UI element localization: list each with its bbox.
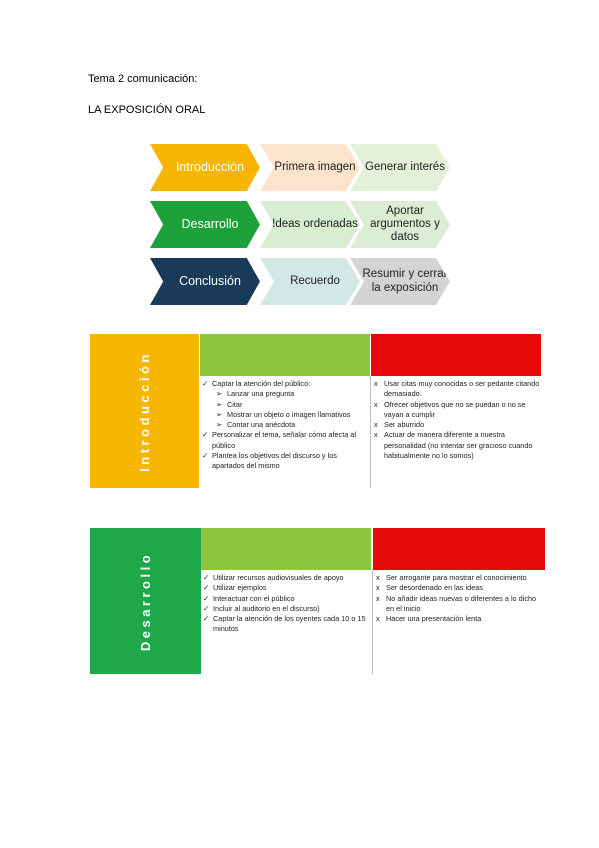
list-item-text: Plantea los objetivos del discurso y los… xyxy=(212,451,337,471)
sub-list-item: ➢ Lanzar una pregunta xyxy=(201,389,369,399)
table-side-label: Desarrollo xyxy=(90,528,201,674)
cross-icon: x xyxy=(374,430,378,440)
list-item: x Ser arrogante para mostrar el conocimie… xyxy=(375,573,543,583)
positive-list: ✓Utilizar recursos audiovisuales de apoy… xyxy=(202,573,370,635)
document-topic: Tema 2 comunicación: xyxy=(88,73,198,85)
arrow-bullet-icon: ➢ xyxy=(216,409,223,419)
list-item-text: Utilizar recursos audiovisuales de apoyo xyxy=(213,573,344,582)
arrow-bullet-icon: ➢ xyxy=(216,399,223,409)
list-item-text: Ser arrogante para mostrar el conocimien… xyxy=(386,573,527,582)
checkmark-icon: ✓ xyxy=(203,603,210,613)
sub-list-item: ➢ Contar una anécdota xyxy=(201,420,369,430)
checkmark-icon: ✓ xyxy=(202,430,209,440)
list-item-text: Citar xyxy=(227,399,243,409)
table-side-label: Introducción xyxy=(90,334,199,488)
list-item-text: Captar la atención del público: xyxy=(212,379,311,388)
list-item-text: Ser desordenado en las ideas xyxy=(386,583,483,593)
chevron-step: Primera imagen xyxy=(260,144,360,191)
cross-icon: x xyxy=(374,399,378,409)
chevron-step: Recuerdo xyxy=(260,258,360,305)
chevron-desarrollo: Desarrollo xyxy=(150,201,260,248)
list-item: x Actuar de manera diferente a nuestra pe… xyxy=(373,430,541,461)
list-item-text: Utilizar ejemplos xyxy=(213,583,267,593)
positive-list: ✓Captar la atención del público:➢Lanzar … xyxy=(201,379,369,472)
table-introduccion: Introducción ✓Captar la atención del púb… xyxy=(90,334,541,488)
negative-header xyxy=(371,334,541,376)
list-item-text: Captar la atención de los oyentes cada 1… xyxy=(213,614,366,634)
document-heading: LA EXPOSICIÓN ORAL xyxy=(88,104,206,116)
cross-icon: x xyxy=(376,593,380,603)
chevron-step: Resumir y cerrar la exposición xyxy=(350,258,450,305)
list-item-text: Mostrar un objeto o imagen llamativos xyxy=(227,409,351,419)
cross-icon: x xyxy=(376,614,380,624)
list-item: ✓Interactuar con el público xyxy=(202,594,370,604)
list-item: x Hacer una presentación lenta xyxy=(375,614,543,624)
negative-header xyxy=(373,528,545,570)
positive-header xyxy=(201,528,371,570)
table-desarrollo: Desarrollo ✓Utilizar recursos audiovisua… xyxy=(90,528,545,674)
list-item-text: Actuar de manera diferente a nuestra per… xyxy=(384,430,533,461)
checkmark-icon: ✓ xyxy=(203,583,210,593)
list-item: ✓Utilizar ejemplos xyxy=(202,583,370,593)
list-item: x Ser desordenado en las ideas xyxy=(375,583,543,593)
list-item: x No añadir ideas nuevas o diferentes a l… xyxy=(375,594,543,615)
chevron-step: Generar interés xyxy=(350,144,450,191)
checkmark-icon: ✓ xyxy=(202,451,209,461)
column-divider xyxy=(370,376,371,488)
checkmark-icon: ✓ xyxy=(202,379,209,388)
list-item-text: No añadir ideas nuevas o diferentes a lo… xyxy=(386,593,537,613)
side-label-text: Introducción xyxy=(137,350,152,472)
chevron-step: Aportar argumentos y datos xyxy=(350,201,450,248)
list-item-text: Contar una anécdota xyxy=(227,420,296,430)
arrow-bullet-icon: ➢ xyxy=(216,420,223,430)
list-item-text: Personalizar el tema, señalar cómo afect… xyxy=(212,430,356,450)
cross-icon: x xyxy=(374,420,378,430)
list-item: x Usar citas muy conocidas o ser pedante … xyxy=(373,379,541,400)
list-item-text: Ofrecer objetivos que no se puedan o no … xyxy=(384,399,526,419)
column-divider xyxy=(372,570,373,674)
sub-list-item: ➢ Citar xyxy=(201,400,369,410)
chevron-introduccion: Introducción xyxy=(150,144,260,191)
chevron-step: Ideas ordenadas xyxy=(260,201,360,248)
list-item: x Ser aburrido xyxy=(373,420,541,430)
side-label-text: Desarrollo xyxy=(138,551,153,651)
negative-list: x Usar citas muy conocidas o ser pedante … xyxy=(373,379,541,461)
list-item-text: Incluir al auditorio en el discurso) xyxy=(213,603,320,613)
checkmark-icon: ✓ xyxy=(203,593,210,603)
list-item-text: Ser aburrido xyxy=(384,420,425,430)
list-item: ✓Utilizar recursos audiovisuales de apoy… xyxy=(202,573,370,583)
sub-list-item: ➢ Mostrar un objeto o imagen llamativos xyxy=(201,410,369,420)
list-item: ✓Incluir al auditorio en el discurso) xyxy=(202,604,370,614)
list-item: ✓Plantea los objetivos del discurso y lo… xyxy=(201,451,369,472)
cross-icon: x xyxy=(376,583,380,593)
list-item-text: Usar citas muy conocidas o ser pedante c… xyxy=(384,379,540,399)
list-item-text: Interactuar con el público xyxy=(213,593,295,603)
list-item: ✓Captar la atención del público: xyxy=(201,379,369,389)
list-item: x Ofrecer objetivos que no se puedan o no… xyxy=(373,400,541,421)
negative-list: x Ser arrogante para mostrar el conocimie… xyxy=(375,573,543,624)
cross-icon: x xyxy=(376,573,380,582)
checkmark-icon: ✓ xyxy=(203,614,210,624)
chevron-conclusion: Conclusión xyxy=(150,258,260,305)
list-item: ✓Personalizar el tema, señalar cómo afec… xyxy=(201,430,369,451)
list-item-text: Hacer una presentación lenta xyxy=(386,614,482,624)
arrow-bullet-icon: ➢ xyxy=(216,389,223,399)
list-item: ✓Captar la atención de los oyentes cada … xyxy=(202,614,370,635)
list-item-text: Lanzar una pregunta xyxy=(227,389,295,399)
checkmark-icon: ✓ xyxy=(203,573,210,582)
cross-icon: x xyxy=(374,379,378,388)
positive-header xyxy=(200,334,370,376)
